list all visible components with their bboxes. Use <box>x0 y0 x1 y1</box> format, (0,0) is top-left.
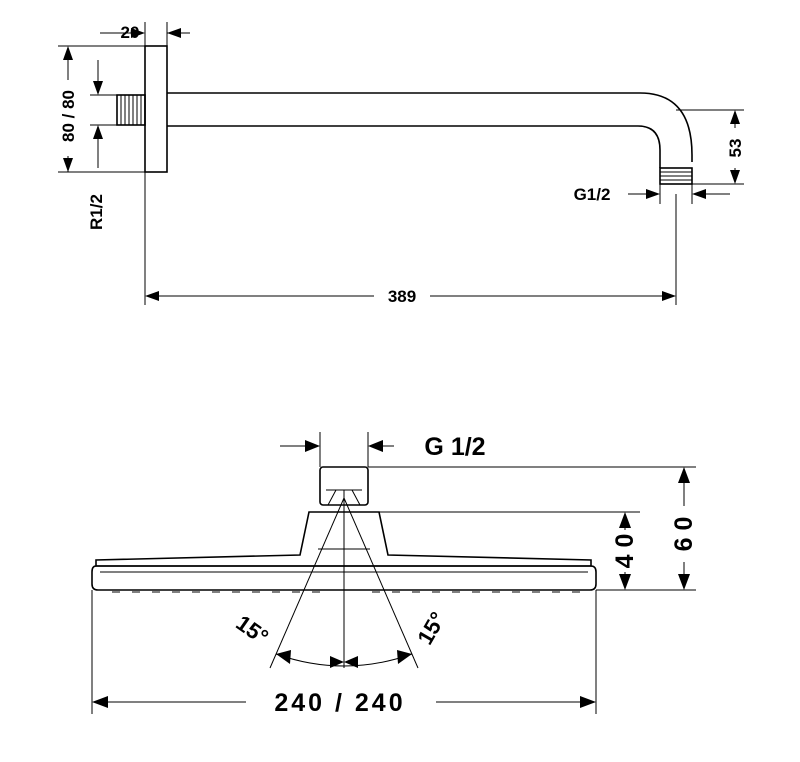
shower-arm-view: 20 80 / 80 R1/2 <box>58 22 745 306</box>
spray-line-right <box>343 497 419 669</box>
dim-outlet-thread-label: G1/2 <box>574 185 611 204</box>
dim-arm-drop-label: 53 <box>726 139 745 158</box>
dim-inlet-thread: R1/2 <box>87 60 117 230</box>
dim-body-height: 4 0 <box>379 511 640 590</box>
dim-wall-plate-label: 20 <box>121 23 140 42</box>
dim-plate-size: 80 / 80 <box>58 45 145 173</box>
dim-inlet-thread-label: R1/2 <box>87 194 106 230</box>
dim-arm-length-label: 389 <box>388 287 416 306</box>
inlet-thread <box>116 94 146 126</box>
head-plate <box>91 565 597 591</box>
dim-connector-thread-label: G 1/2 <box>424 433 485 461</box>
shower-arm-tube <box>167 92 693 168</box>
dim-head-size-label: 240 / 240 <box>274 689 405 717</box>
spray-angle-arc <box>275 653 413 667</box>
dim-outlet-thread: G1/2 <box>574 184 730 204</box>
dim-total-height: 6 0 <box>368 466 698 591</box>
dim-body-height-label: 4 0 <box>611 534 639 569</box>
dim-plate-size-label: 80 / 80 <box>59 90 78 142</box>
dim-total-height-label: 6 0 <box>670 517 698 552</box>
dim-arm-drop: 53 <box>676 109 745 185</box>
wall-plate <box>144 45 168 173</box>
dim-connector-thread: G 1/2 <box>280 432 486 467</box>
dim-wall-plate: 20 <box>100 22 190 46</box>
angle-left-label: 15° <box>232 610 274 650</box>
angle-right-label: 15° <box>412 608 450 649</box>
dim-arm-length: 389 <box>144 172 677 306</box>
spray-line-left <box>269 497 345 669</box>
shower-head-view: 15° 15° G 1/2 6 0 <box>91 432 698 717</box>
dim-head-size: 240 / 240 <box>91 590 597 717</box>
